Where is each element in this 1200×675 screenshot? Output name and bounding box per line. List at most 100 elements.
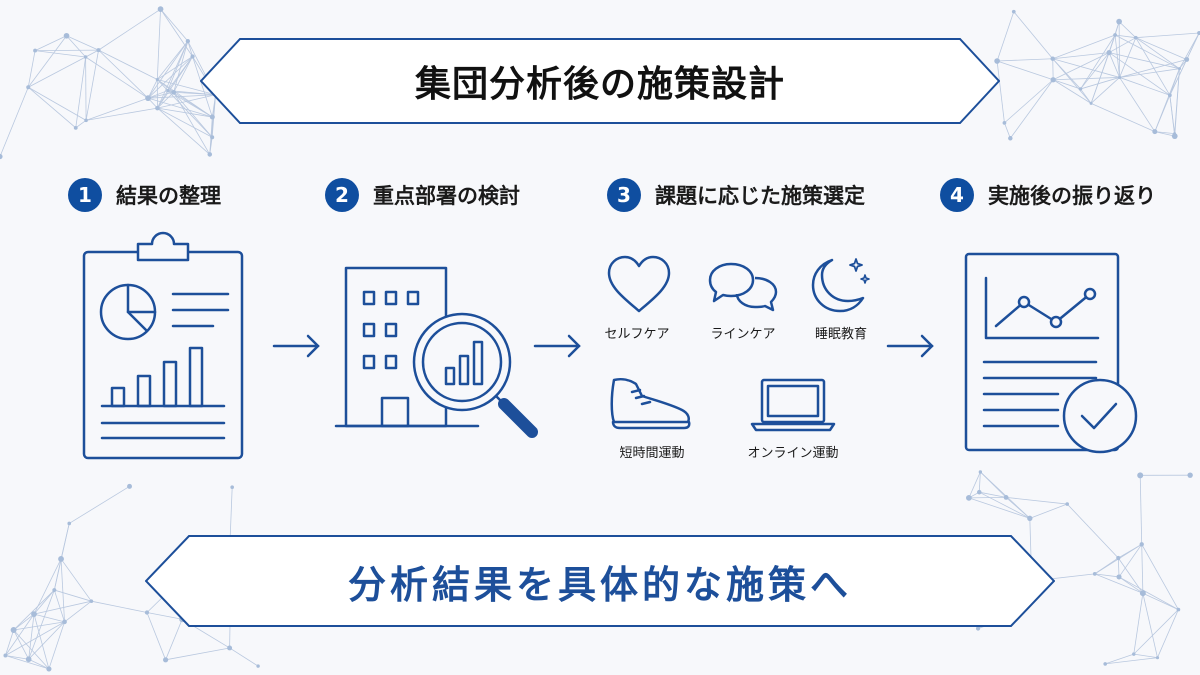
network-line: [1052, 58, 1120, 78]
network-line: [1052, 52, 1110, 60]
network-line: [1108, 37, 1137, 53]
network-line: [165, 619, 183, 660]
sneaker-icon: [608, 374, 694, 432]
network-line: [146, 612, 183, 620]
network-line: [1169, 95, 1176, 137]
network-line: [64, 600, 92, 623]
network-line: [1119, 77, 1170, 96]
network-line: [1080, 52, 1110, 90]
network-node: [1116, 18, 1122, 25]
network-line: [160, 8, 193, 57]
network-node: [1137, 472, 1144, 479]
moon-stars-icon: [808, 255, 874, 315]
network-node: [1132, 652, 1136, 656]
network-line: [173, 56, 193, 93]
network-line: [1009, 79, 1054, 139]
network-line: [1142, 593, 1158, 658]
network-line: [1105, 657, 1158, 665]
network-line: [1118, 544, 1143, 578]
network-node: [1184, 57, 1190, 62]
network-line: [147, 79, 158, 99]
network-line: [157, 56, 193, 109]
network-node: [145, 95, 151, 102]
network-line: [1013, 11, 1054, 59]
network-line: [1090, 102, 1156, 132]
network-line: [60, 558, 92, 602]
network-node: [1177, 67, 1181, 71]
network-node: [1139, 590, 1146, 597]
network-line: [1154, 131, 1175, 137]
network-line: [27, 35, 67, 88]
network-line: [173, 91, 216, 96]
network-node: [1003, 494, 1009, 500]
network-node: [207, 152, 213, 157]
network-node: [1152, 129, 1158, 135]
network-line: [1052, 79, 1092, 104]
network-line: [60, 558, 65, 622]
network-line: [33, 614, 50, 670]
network-line: [85, 50, 99, 121]
step-4-header: 4 実施後の振り返り: [940, 177, 1156, 213]
network-node: [1011, 9, 1016, 14]
network-line: [229, 647, 259, 667]
network-line: [48, 621, 65, 670]
network-node: [1106, 49, 1112, 56]
network-line: [1133, 593, 1144, 655]
network-node: [975, 626, 981, 631]
network-node: [52, 588, 57, 593]
network-line: [35, 50, 86, 58]
network-line: [1108, 52, 1120, 78]
network-line: [1119, 68, 1180, 78]
network-line: [1080, 34, 1116, 90]
network-node: [31, 611, 37, 618]
network-line: [85, 56, 149, 99]
network-line: [968, 497, 1030, 519]
network-node: [46, 666, 52, 672]
network-node: [210, 135, 215, 140]
network-line: [85, 97, 149, 121]
network-line: [157, 107, 213, 118]
network-line: [147, 91, 174, 99]
network-line: [1080, 88, 1092, 104]
step-3-label: 課題に応じた施策選定: [655, 184, 865, 208]
network-line: [1029, 503, 1068, 519]
network-line: [33, 558, 62, 615]
network-line: [147, 56, 193, 99]
network-line: [996, 60, 1054, 81]
network-node: [1113, 33, 1118, 37]
title-banner-frame: [200, 38, 1000, 124]
network-line: [979, 491, 1031, 519]
network-line: [1133, 609, 1179, 655]
network-line: [28, 621, 65, 660]
network-line: [1053, 77, 1120, 81]
network-line: [1090, 52, 1110, 104]
page-title: 集団分析後の施策設計: [414, 64, 785, 105]
network-line: [1052, 52, 1110, 81]
network-node: [1197, 30, 1200, 36]
network-line: [1006, 496, 1068, 505]
network-line: [1118, 543, 1142, 559]
network-line: [979, 491, 1007, 498]
network-line: [98, 49, 158, 80]
network-node: [227, 645, 233, 651]
step-2-header: 2 重点部署の検討: [325, 177, 520, 213]
network-node: [127, 483, 132, 489]
network-line: [1117, 557, 1120, 577]
network-line: [968, 471, 981, 499]
network-line: [1142, 592, 1179, 610]
measure-short-exercise-label: 短時間運動: [619, 446, 685, 461]
network-node: [1089, 101, 1093, 105]
conclusion-banner: 分析結果を具体的な施策へ: [145, 535, 1055, 627]
heart-icon: [605, 255, 673, 315]
network-line: [28, 589, 55, 660]
network-line: [1094, 573, 1144, 594]
network-line: [1004, 79, 1054, 124]
network-node: [1078, 87, 1083, 91]
title-banner: 集団分析後の施策設計: [200, 38, 1000, 124]
network-line: [1139, 475, 1143, 545]
network-line: [98, 49, 149, 99]
network-line: [1135, 37, 1171, 96]
network-node: [1187, 472, 1193, 478]
network-line: [0, 87, 29, 157]
